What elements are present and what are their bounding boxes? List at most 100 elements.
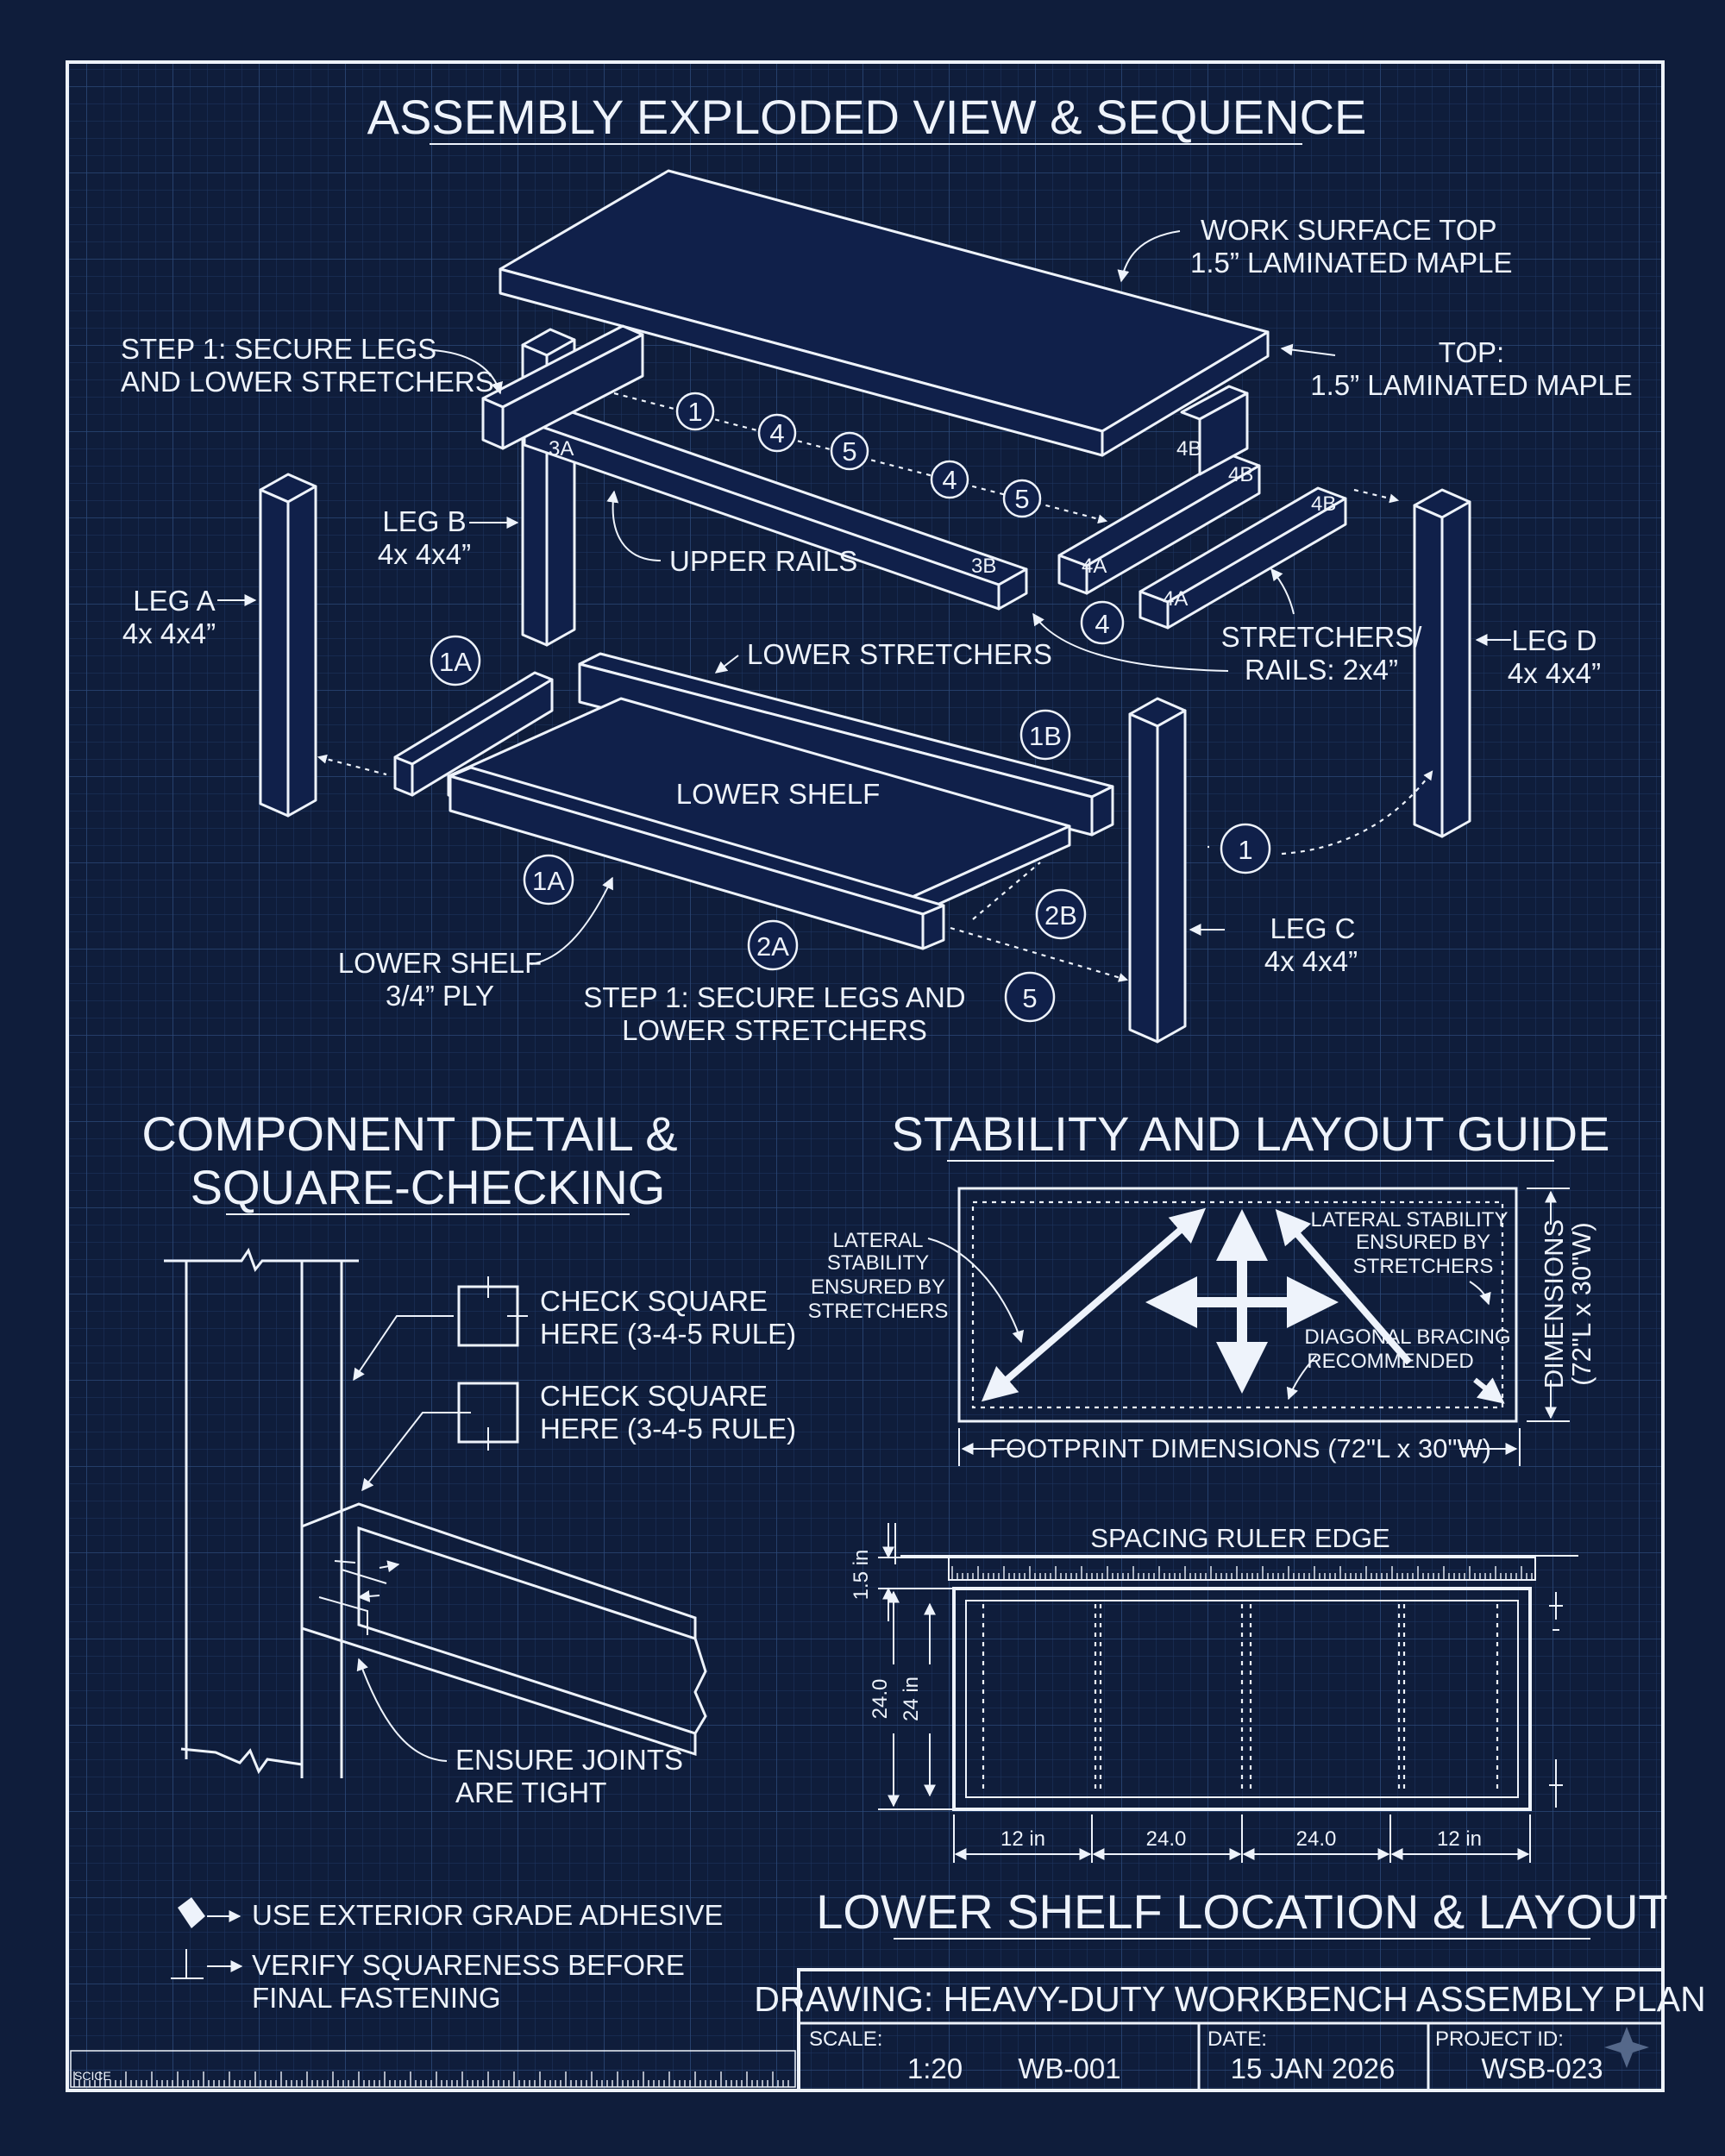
- lower-shelf-label: LOWER SHELF: [676, 778, 881, 810]
- adhesive-icon: [178, 1897, 242, 1928]
- leg-c-sublabel: 4x 4x4”: [1264, 945, 1358, 977]
- step1-top-sublabel: AND LOWER STRETCHERS: [121, 366, 494, 398]
- sequence-path-left: [317, 754, 387, 776]
- work-surface-top[interactable]: [499, 169, 1270, 457]
- part-mark-4b-3: 4B: [1311, 492, 1336, 516]
- stretcher-right-3[interactable]: [1180, 385, 1249, 476]
- svg-text:1A: 1A: [439, 647, 472, 677]
- lower-stretcher-back[interactable]: [578, 652, 1114, 837]
- lower-stretchers-label: LOWER STRETCHERS: [747, 638, 1052, 670]
- sequence-path-right: [1353, 488, 1400, 504]
- shelf-inner: [965, 1600, 1519, 1798]
- step1-bottom-sublabel: LOWER STRETCHERS: [622, 1014, 927, 1046]
- bottom-dim-4: 12 in: [1437, 1827, 1482, 1851]
- check-square-label-2: CHECK SQUARE: [540, 1380, 768, 1412]
- seq-circle-2a: 2A: [747, 919, 799, 971]
- adhesive-note: USE EXTERIOR GRADE ADHESIVE: [252, 1899, 723, 1931]
- sequence-path-leg-d: [1208, 772, 1432, 856]
- grid-background: [67, 62, 1663, 2090]
- scale-value: 1:20: [907, 2053, 963, 2084]
- stability-title: STABILITY AND LAYOUT GUIDE: [892, 1106, 1610, 1161]
- svg-text:2A: 2A: [756, 931, 789, 962]
- footprint-inner: [971, 1200, 1504, 1409]
- cross-arrows-icon: [1145, 1209, 1339, 1394]
- project-id-label: PROJECT ID:: [1435, 2028, 1564, 2051]
- ruler-label: SPACING RULER EDGE: [1090, 1523, 1389, 1553]
- top-sublabel: 1.5” LAMINATED MAPLE: [1310, 369, 1633, 401]
- lower-shelf-ply-label: LOWER SHELF: [338, 947, 543, 979]
- seq-circle-1b: 1B: [1019, 709, 1071, 761]
- step1-top-label: STEP 1: SECURE LEGS: [121, 333, 436, 365]
- footprint-dimension-label: FOOTPRINT DIMENSIONS (72"L x 30"W): [989, 1433, 1491, 1463]
- seq-circle-4c: 4: [1080, 600, 1125, 645]
- drawing-title: DRAWING: HEAVY-DUTY WORKBENCH ASSEMBLY P…: [754, 1979, 1705, 2019]
- squareness-subnote: FINAL FASTENING: [252, 1982, 501, 2014]
- leg-c[interactable]: [1128, 697, 1187, 1044]
- seq-circle-5c: 5: [1004, 971, 1056, 1023]
- stability-section: STABILITY AND LAYOUT GUIDE LATERAL STABI…: [808, 1106, 1610, 1466]
- perpendicular-icon: [171, 1949, 243, 1979]
- lower-stretcher-left[interactable]: [393, 671, 554, 797]
- leg-a-label: LEG A: [133, 585, 215, 617]
- leg-d-sublabel: 4x 4x4”: [1508, 657, 1601, 689]
- svg-text:4: 4: [1095, 609, 1109, 639]
- leg-a-sublabel: 4x 4x4”: [122, 617, 216, 649]
- stretcher-right-2[interactable]: [1138, 486, 1347, 630]
- shelf-depth-outer-dim: 24.0: [869, 1679, 892, 1720]
- upper-rail-front[interactable]: [523, 404, 1028, 611]
- svg-text:STABILITY: STABILITY: [827, 1251, 929, 1275]
- lower-stretcher-front[interactable]: [448, 766, 945, 950]
- leg-d[interactable]: [1413, 488, 1471, 838]
- seq-circle-4: 4: [757, 413, 797, 453]
- bottom-dim-2: 24.0: [1146, 1827, 1187, 1851]
- diagonal-brace-left: [981, 1207, 1207, 1402]
- leg-d-label: LEG D: [1511, 624, 1596, 656]
- bottom-dim-3: 24.0: [1296, 1827, 1337, 1851]
- svg-text:RECOMMENDED: RECOMMENDED: [1307, 1350, 1473, 1373]
- svg-text:(72"L x 30"W): (72"L x 30"W): [1566, 1222, 1596, 1386]
- stretchers-label: STRETCHERS/: [1221, 621, 1423, 653]
- lower-shelf-ply-sublabel: 3/4” PLY: [386, 980, 494, 1012]
- svg-text:4: 4: [942, 465, 957, 495]
- upper-rail-left[interactable]: [481, 324, 644, 450]
- part-mark-3a: 3A: [549, 437, 574, 461]
- check-square-label-1: CHECK SQUARE: [540, 1285, 768, 1317]
- part-mark-4b: 4B: [1176, 437, 1201, 461]
- seq-circle-2b: 2B: [1035, 888, 1087, 940]
- sheet-number: WB-001: [1018, 2053, 1120, 2084]
- svg-text:STRETCHERS: STRETCHERS: [1353, 1255, 1494, 1278]
- lateral-right-label: LATERAL STABILITY: [1311, 1208, 1509, 1232]
- diagonal-brace-right: [1275, 1208, 1413, 1365]
- part-mark-4a: 4A: [1082, 555, 1107, 578]
- stretcher-right-1[interactable]: [1057, 454, 1261, 595]
- dimensions-vertical-label: DIMENSIONS: [1539, 1219, 1569, 1388]
- squareness-note: VERIFY SQUARENESS BEFORE: [252, 1949, 685, 1981]
- leg-b-sublabel: 4x 4x4”: [378, 538, 471, 570]
- seq-circle-5: 5: [830, 431, 869, 471]
- check-square-sublabel-2: HERE (3-4-5 RULE): [540, 1413, 796, 1445]
- bottom-scale-bar: SCICE: [70, 2050, 796, 2088]
- check-square-icon-1: [457, 1276, 528, 1347]
- title-block: DRAWING: HEAVY-DUTY WORKBENCH ASSEMBLY P…: [754, 1968, 1706, 2092]
- svg-text:1B: 1B: [1029, 721, 1062, 751]
- bottom-dim-1: 12 in: [1000, 1827, 1045, 1851]
- seq-circle-5b: 5: [1002, 479, 1042, 518]
- seq-circle-1c: 1: [1220, 823, 1271, 874]
- step1-bottom-label: STEP 1: SECURE LEGS AND: [583, 981, 965, 1013]
- component-title-line1: COMPONENT DETAIL &: [141, 1106, 677, 1161]
- leg-b-label: LEG B: [382, 505, 466, 537]
- part-mark-4b-2: 4B: [1228, 463, 1253, 486]
- svg-text:1A: 1A: [532, 866, 565, 896]
- date-value: 15 JAN 2026: [1231, 2053, 1396, 2084]
- lower-shelf-layout-title: LOWER SHELF LOCATION & LAYOUT: [816, 1884, 1667, 1939]
- exploded-view-section: ASSEMBLY EXPLODED VIEW & SEQUENCE: [121, 90, 1633, 1046]
- date-label: DATE:: [1208, 2028, 1267, 2051]
- check-square-sublabel-1: HERE (3-4-5 RULE): [540, 1318, 796, 1350]
- work-surface-sublabel: 1.5” LAMINATED MAPLE: [1190, 247, 1513, 279]
- sparkle-icon: [1604, 2027, 1649, 2068]
- joints-label: ENSURE JOINTS: [455, 1744, 683, 1776]
- exploded-view-title: ASSEMBLY EXPLODED VIEW & SEQUENCE: [367, 90, 1367, 144]
- seq-circle-1: 1: [675, 392, 715, 431]
- work-surface-label: WORK SURFACE TOP: [1201, 214, 1497, 246]
- leg-a[interactable]: [259, 473, 317, 818]
